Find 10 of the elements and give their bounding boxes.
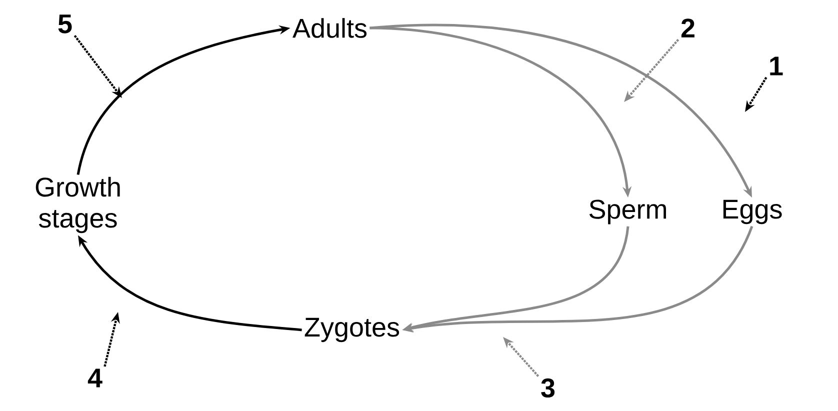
node-label: Adults xyxy=(292,18,367,38)
callout-number: 5 xyxy=(58,14,72,34)
callout-number: 2 xyxy=(681,18,694,38)
node-label: Growth stages xyxy=(36,176,120,234)
callout-number: 1 xyxy=(770,56,783,76)
callout-number: 3 xyxy=(541,378,555,398)
node-label: Eggs xyxy=(723,200,782,224)
callout-number: 4 xyxy=(88,368,102,388)
node-label: Sperm xyxy=(589,200,666,224)
node-label: Zygotes xyxy=(304,318,400,342)
